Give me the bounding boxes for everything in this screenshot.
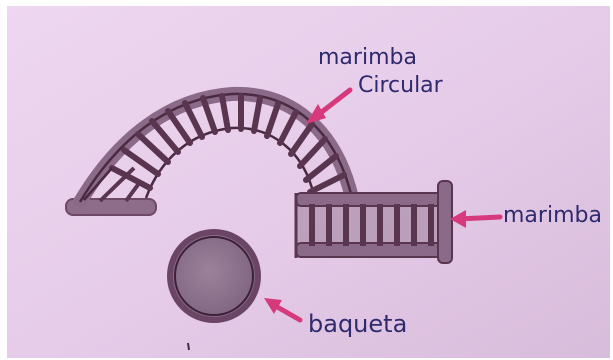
- mallet-ball: [170, 232, 258, 320]
- straight-marimba-top-rail: [296, 193, 450, 206]
- label-circular-marimba-line2: Circular: [358, 73, 444, 98]
- straight-marimba-bottom-rail: [296, 243, 450, 257]
- pencil-mark: [188, 343, 189, 350]
- label-circular-marimba-line1: marimba: [318, 45, 417, 70]
- straight-marimba-end-post: [438, 181, 452, 263]
- top-margin: [0, 0, 613, 6]
- left-margin: [0, 0, 7, 360]
- label-straight-marimba: marimba: [503, 203, 602, 228]
- label-mallet: baqueta: [308, 310, 407, 338]
- mallet-drawing: [170, 232, 258, 320]
- straight-marimba-drawing: [296, 181, 452, 263]
